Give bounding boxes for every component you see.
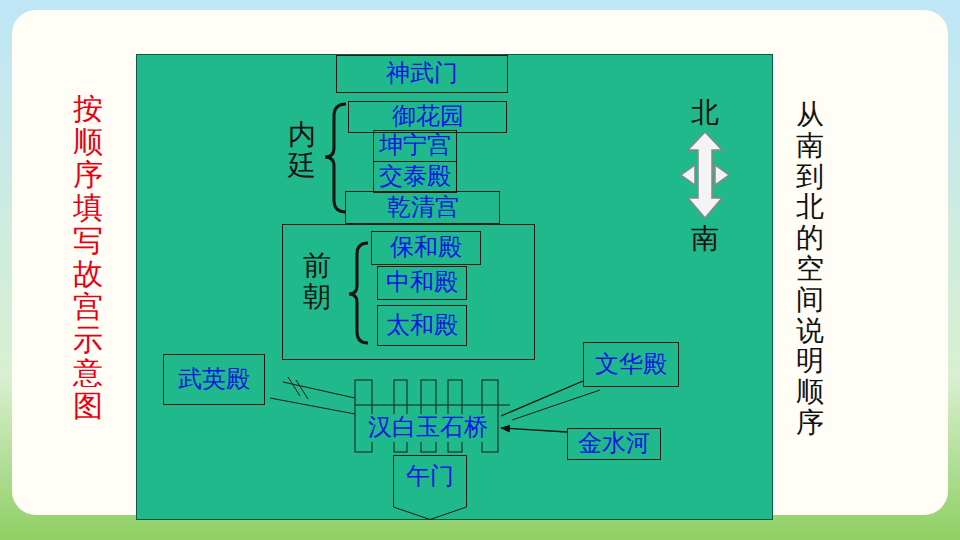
gate-box: 神武门 [336,55,508,93]
place-name: 午门 [406,463,454,491]
direction-label: 北 [691,98,719,129]
side-note: 从南到北的空间说明顺序 [796,100,824,439]
place-name: 坤宁宫 [379,132,451,160]
place-name: 乾清宫 [387,194,459,222]
hall-box: 交泰殿 [373,161,457,193]
place-name: 中和殿 [386,269,458,297]
place-name: 保和殿 [390,234,462,262]
garden-box: 御花园 [348,101,507,133]
place-name: 文华殿 [595,351,667,379]
palace-box: 乾清宫 [345,191,500,224]
hall-box: 中和殿 [377,266,467,300]
hall-box: 文华殿 [583,342,679,387]
hall-box: 保和殿 [371,231,481,265]
place-name: 武英殿 [178,366,250,394]
river-lines [270,377,355,414]
direction-label: 南 [691,224,719,255]
place-name: 神武门 [386,60,458,88]
group-label: 内廷 [288,120,316,182]
bridge-bars [355,380,510,452]
region-title: 前朝 [303,251,331,313]
direction-arrow [681,165,695,185]
river-label-box: 金水河 [567,428,661,460]
bracket [349,243,368,343]
front-court-region: 前朝 保和殿中和殿太和殿 [282,224,535,360]
bracket [325,104,346,212]
hall-box: 太和殿 [377,305,467,346]
direction-arrow [715,165,729,185]
side-title: 按顺序填写故宫示意图 [73,92,103,422]
hall-box: 武英殿 [163,354,265,405]
place-name: 金水河 [578,430,650,458]
place-name: 御花园 [392,103,464,131]
bridge-label-box: 汉白玉石桥 [356,410,500,446]
leader-line [501,381,583,416]
place-name: 汉白玉石桥 [366,414,490,442]
place-name: 太和殿 [386,312,458,340]
gate-box: 午门 [393,455,467,520]
pointer-arrow [501,428,567,432]
palace-box: 坤宁宫 [373,130,457,162]
place-name: 交泰殿 [379,163,451,191]
